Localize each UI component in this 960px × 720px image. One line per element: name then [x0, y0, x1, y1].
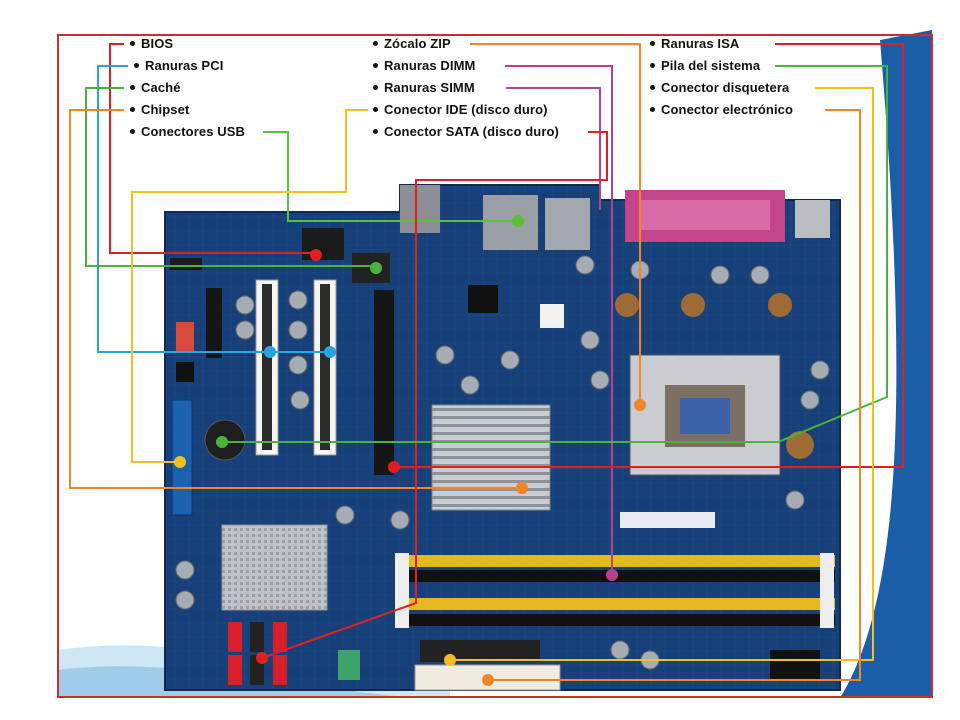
southbridge-heatsink — [221, 524, 328, 611]
marker-pila — [216, 436, 228, 448]
serial-label — [620, 512, 715, 528]
leader-pila — [222, 65, 888, 443]
label-bios: BIOS — [130, 36, 173, 51]
leader-zip — [470, 43, 641, 405]
leader-pci — [97, 65, 330, 353]
label-pci: Ranuras PCI — [134, 58, 223, 73]
dimm-slot — [405, 598, 835, 610]
leader-sata — [261, 131, 608, 659]
label-usb: Conectores USB — [130, 124, 245, 139]
usb-port-block — [545, 198, 590, 250]
leader-isa — [394, 43, 904, 468]
sata-port — [228, 622, 242, 652]
marker-pci — [324, 346, 336, 358]
leader-chipset — [69, 109, 522, 489]
marker-ide — [174, 456, 186, 468]
pcie-slot — [374, 290, 394, 475]
label-isa: Ranuras ISA — [650, 36, 739, 51]
label-zip: Zócalo ZIP — [373, 36, 451, 51]
leader-dimm — [505, 65, 613, 575]
marker-usb — [512, 215, 524, 227]
leader-bios — [109, 43, 316, 254]
marker-isa — [388, 461, 400, 473]
marker-cache — [370, 262, 382, 274]
marker-chipset — [516, 482, 528, 494]
usb-port-block — [483, 195, 538, 250]
marker-electronico — [482, 674, 494, 686]
label-pila: Pila del sistema — [650, 58, 760, 73]
label-disquetera: Conector disquetera — [650, 80, 789, 95]
io-port — [400, 185, 440, 233]
marker-bios — [310, 249, 322, 261]
diagram-frame — [57, 34, 933, 698]
leader-usb — [263, 131, 518, 222]
label-dimm: Ranuras DIMM — [373, 58, 476, 73]
marker-dimm — [606, 569, 618, 581]
label-electronico: Conector electrónico — [650, 102, 793, 117]
marker-disquetera — [444, 654, 456, 666]
label-sata: Conector SATA (disco duro) — [373, 124, 559, 139]
marker-zip — [634, 399, 646, 411]
leader-ide — [131, 109, 368, 463]
leader-disquetera — [450, 87, 874, 661]
leader-cache — [85, 87, 376, 267]
chipset-heatsink — [431, 404, 551, 511]
marker-pci — [264, 346, 276, 358]
label-ide: Conector IDE (disco duro) — [373, 102, 548, 117]
leader-simm — [506, 87, 601, 210]
bios-chip — [302, 228, 344, 260]
label-simm: Ranuras SIMM — [373, 80, 475, 95]
label-chipset: Chipset — [130, 102, 189, 117]
leader-electronico — [488, 109, 861, 681]
label-cache: Caché — [130, 80, 181, 95]
dimm-slot — [405, 555, 835, 567]
marker-sata — [256, 652, 268, 664]
